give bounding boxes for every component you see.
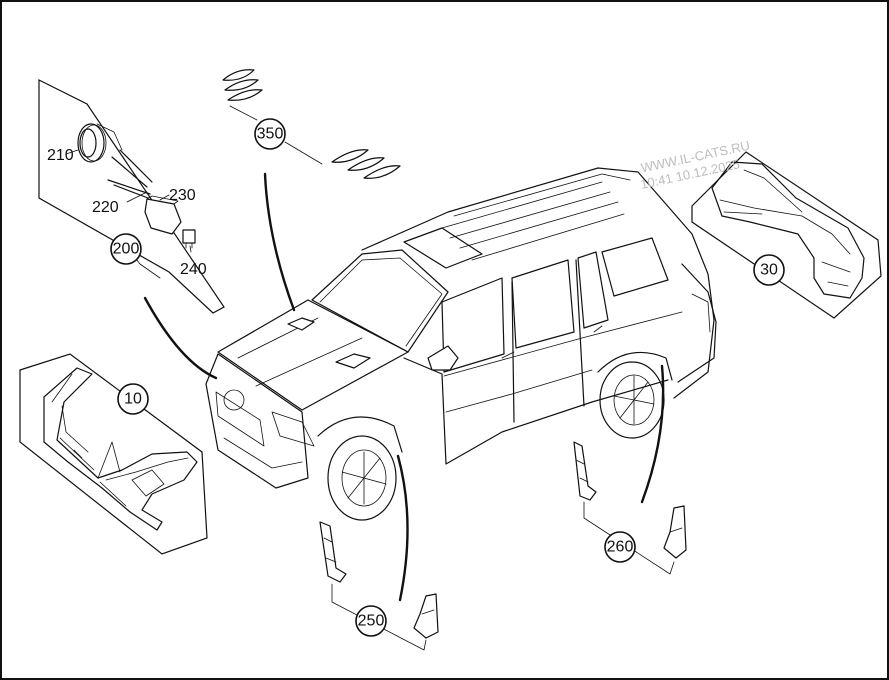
label-240: 240	[180, 261, 207, 278]
label-220: 220	[92, 199, 119, 216]
callout-10-circle[interactable]	[117, 383, 149, 415]
panel-10: 10	[19, 353, 208, 555]
label-230: 230	[169, 187, 196, 204]
panel-30: 30	[691, 151, 882, 319]
panel-200: 210 220 230 240 200	[38, 79, 225, 314]
assembly-arrows	[143, 172, 665, 602]
callout-30[interactable]: 30	[760, 262, 778, 279]
callout-250[interactable]: 250	[358, 613, 385, 630]
callout-350-circle[interactable]	[254, 118, 286, 150]
callout-350[interactable]: 350	[257, 126, 284, 143]
mudflaps-250: 250	[319, 521, 439, 651]
callout-200-circle[interactable]	[110, 233, 142, 265]
vent-trims-350: 350	[222, 69, 401, 179]
callout-30-circle[interactable]	[753, 254, 785, 286]
vehicle-outline	[205, 167, 717, 521]
callout-10[interactable]: 10	[124, 391, 142, 408]
label-210: 210	[47, 147, 74, 164]
callout-260[interactable]: 260	[607, 539, 634, 556]
mudflaps-260: 260	[573, 441, 687, 575]
callout-250-circle[interactable]	[355, 605, 387, 637]
callout-200[interactable]: 200	[113, 241, 140, 258]
callout-260-circle[interactable]	[604, 531, 636, 563]
